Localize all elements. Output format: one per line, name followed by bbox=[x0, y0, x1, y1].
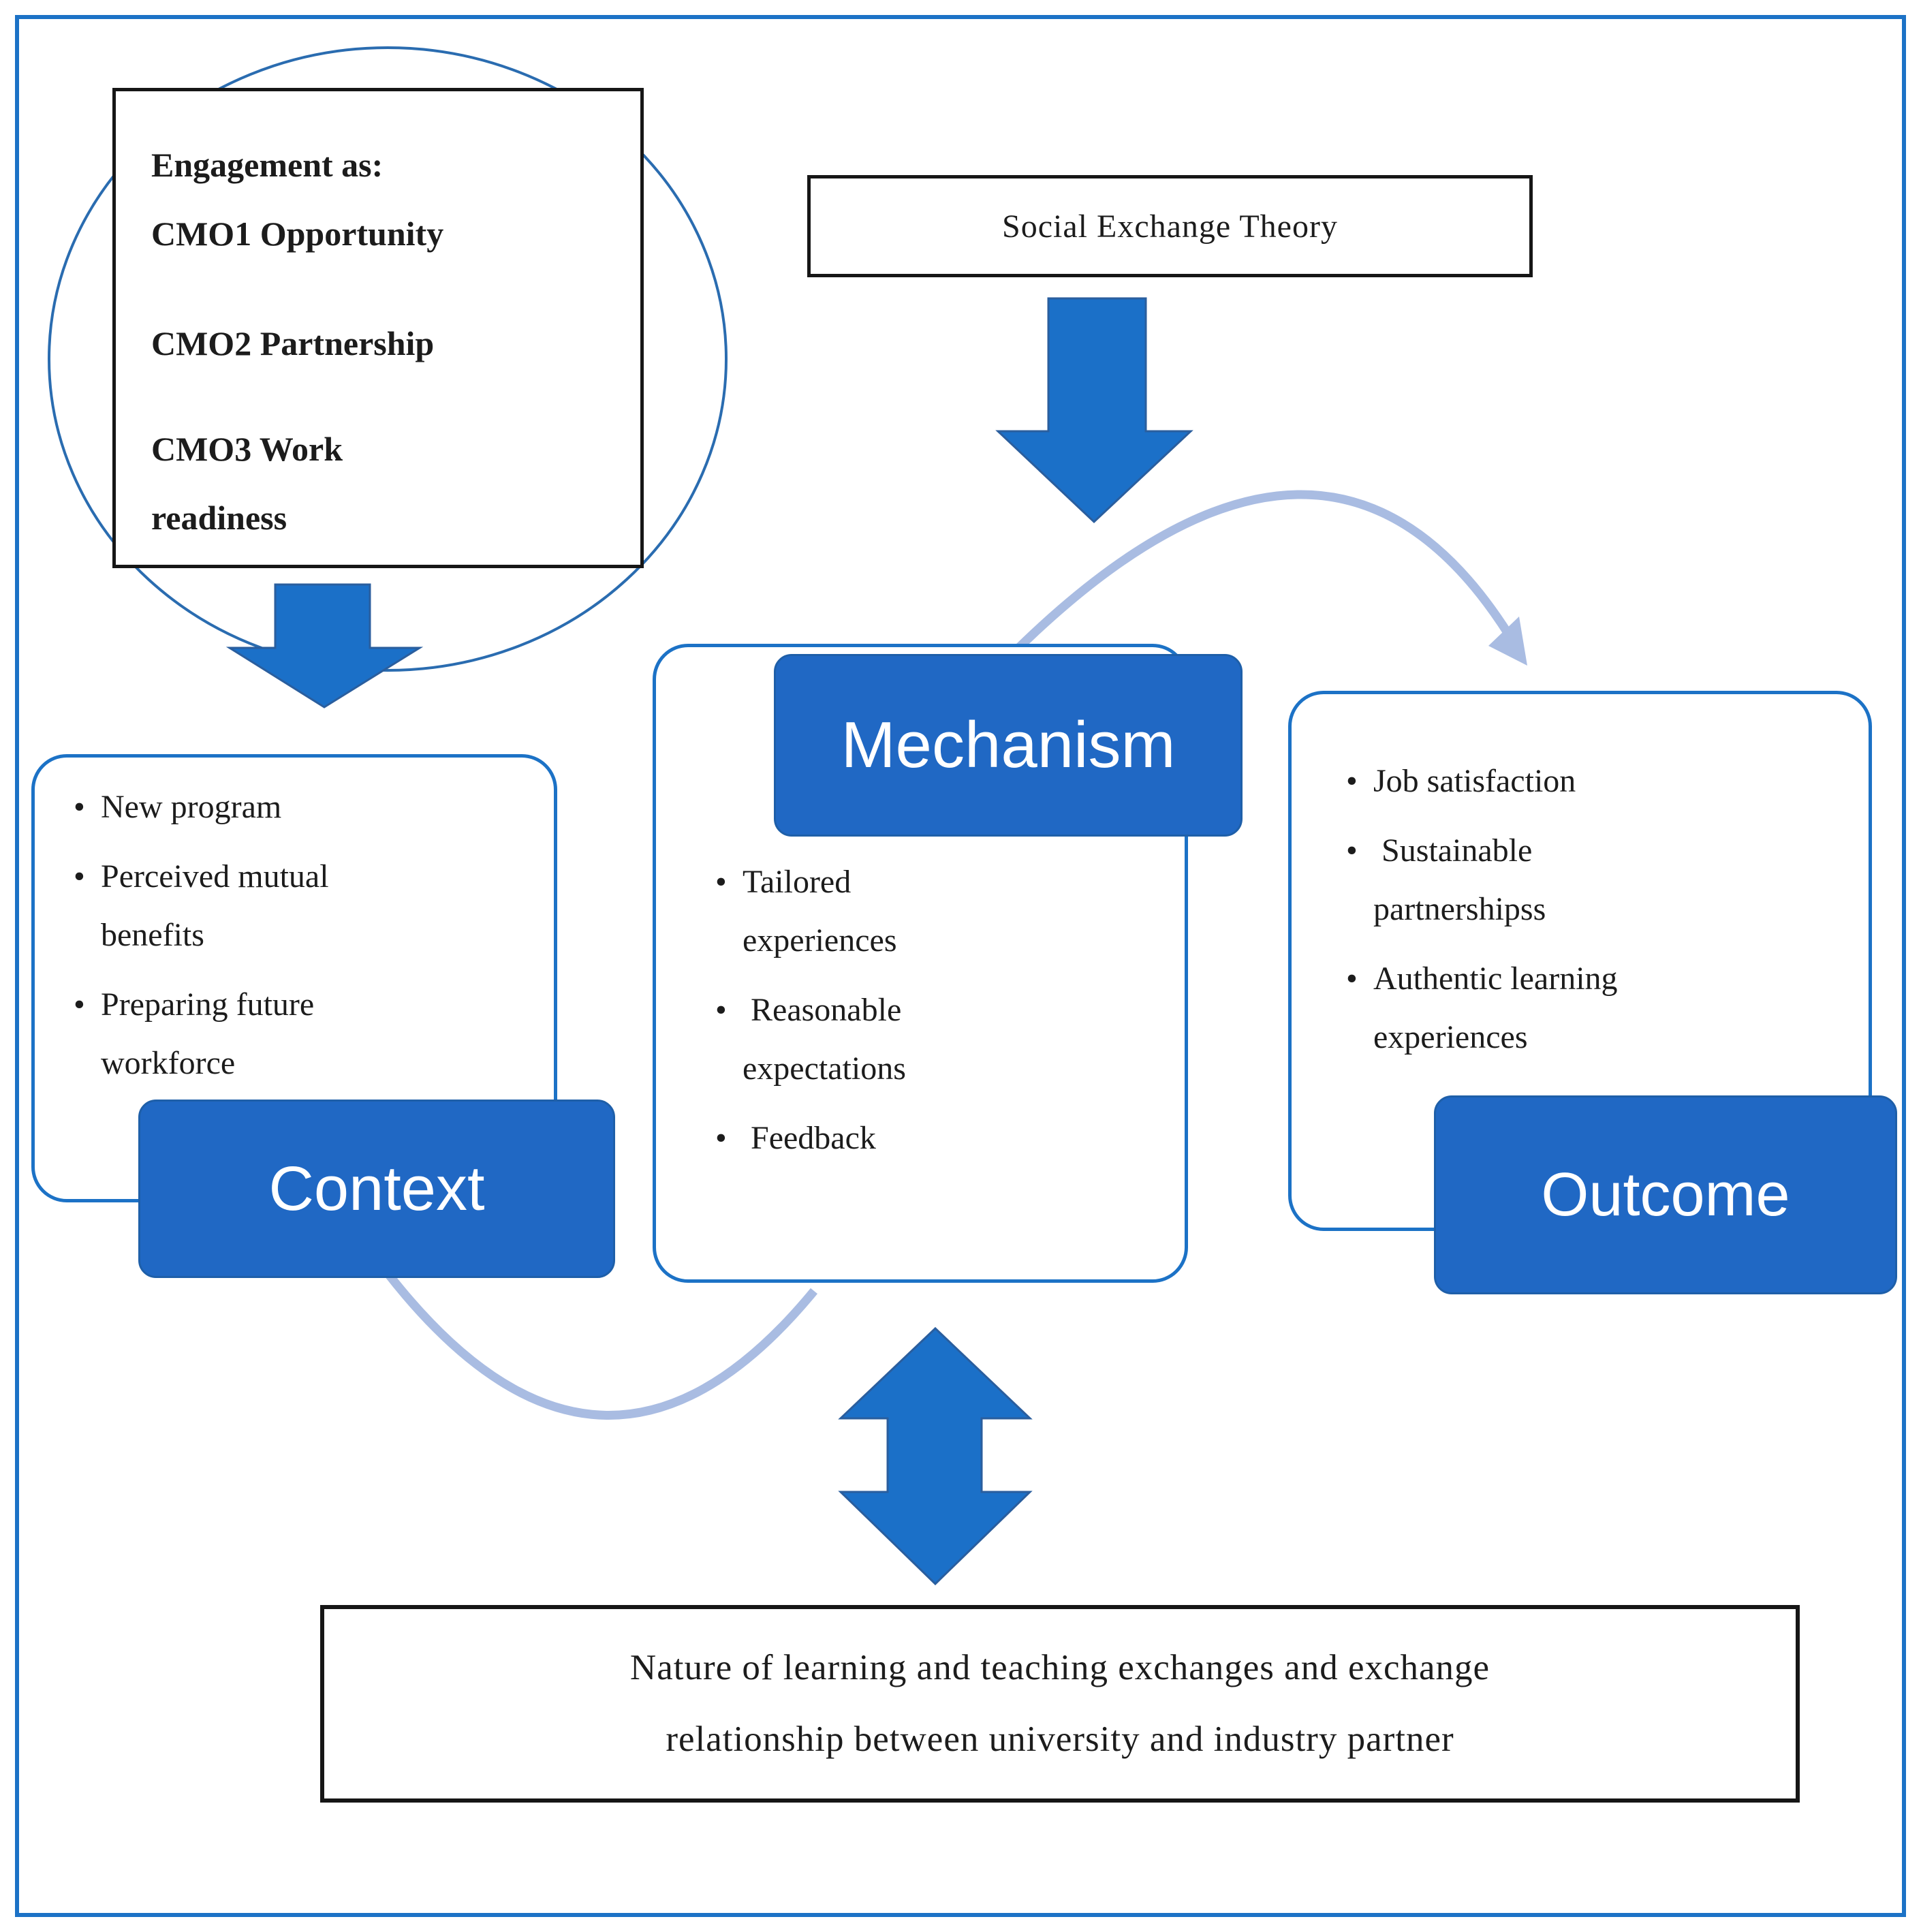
bullet-icon: • bbox=[1346, 961, 1358, 997]
engagement-circle-outline bbox=[48, 46, 728, 672]
context-title-text: Context bbox=[268, 1153, 485, 1224]
list-item-text: Reasonable expectations bbox=[743, 992, 906, 1087]
engagement-text-cmo3: CMO3 Work readiness bbox=[151, 430, 343, 537]
list-item-text: Sustainable partnershipss bbox=[1373, 832, 1546, 927]
context-to-mechanism-arc bbox=[364, 1244, 818, 1420]
list-item: • New program bbox=[74, 778, 530, 837]
list-item-text: Preparing future workforce bbox=[101, 986, 315, 1081]
list-item-text: Tailored experiences bbox=[743, 864, 897, 959]
mechanism-title-label: Mechanism bbox=[774, 654, 1243, 837]
bullet-icon: • bbox=[1346, 763, 1358, 799]
exchange-summary-box: Nature of learning and teaching exchange… bbox=[320, 1605, 1800, 1803]
theory-down-arrow-icon bbox=[995, 297, 1193, 524]
list-item: • Sustainable partnershipss bbox=[1346, 822, 1850, 939]
engagement-box: Engagement as: CMO1 Opportunity CMO2 Par… bbox=[112, 88, 644, 568]
bullet-icon: • bbox=[715, 992, 727, 1028]
list-item: • Perceived mutual benefits bbox=[74, 847, 530, 965]
outcome-title-label: Outcome bbox=[1434, 1095, 1897, 1294]
bullet-icon: • bbox=[74, 789, 85, 825]
list-item: • Authentic learning experiences bbox=[1346, 950, 1850, 1067]
list-item-text: Job satisfaction bbox=[1373, 763, 1576, 799]
list-item: • Feedback bbox=[715, 1109, 1158, 1168]
list-item-text: New program bbox=[101, 789, 282, 825]
list-item: • Job satisfaction bbox=[1346, 752, 1850, 811]
bullet-icon: • bbox=[74, 858, 85, 894]
outcome-bullet-list: • Job satisfaction • Sustainable partner… bbox=[1346, 752, 1850, 1078]
list-item-text: Authentic learning experiences bbox=[1373, 961, 1618, 1055]
bullet-icon: • bbox=[715, 1120, 727, 1156]
outcome-title-text: Outcome bbox=[1541, 1160, 1790, 1229]
arc-arrowhead-icon bbox=[1488, 617, 1527, 666]
social-exchange-theory-box: Social Exchange Theory bbox=[807, 175, 1533, 277]
outer-border bbox=[15, 15, 1906, 1917]
list-item-text: Perceived mutual benefits bbox=[101, 858, 329, 953]
bullet-icon: • bbox=[74, 986, 85, 1023]
exchange-summary-text: Nature of learning and teaching exchange… bbox=[629, 1648, 1490, 1759]
double-headed-arrow-icon bbox=[838, 1326, 1033, 1586]
list-item: • Reasonable expectations bbox=[715, 981, 1158, 1098]
social-exchange-theory-label: Social Exchange Theory bbox=[1002, 208, 1338, 245]
engagement-text-cmo1: Engagement as: CMO1 Opportunity bbox=[151, 146, 444, 253]
context-bullet-list: • New program • Perceived mutual benefit… bbox=[74, 778, 530, 1104]
list-item: • Tailored experiences bbox=[715, 853, 1158, 970]
list-item: • Preparing future workforce bbox=[74, 976, 530, 1093]
engagement-text-cmo2: CMO2 Partnership bbox=[151, 324, 435, 362]
bullet-icon: • bbox=[1346, 832, 1358, 869]
mechanism-title-text: Mechanism bbox=[841, 708, 1176, 781]
engagement-down-arrow-icon bbox=[225, 583, 424, 708]
context-title-label: Context bbox=[138, 1100, 615, 1278]
mechanism-bullet-list: • Tailored experiences • Reasonable expe… bbox=[715, 853, 1158, 1179]
list-item-text: Feedback bbox=[743, 1120, 876, 1156]
bullet-icon: • bbox=[715, 864, 727, 900]
mechanism-to-outcome-arc bbox=[1009, 490, 1520, 657]
